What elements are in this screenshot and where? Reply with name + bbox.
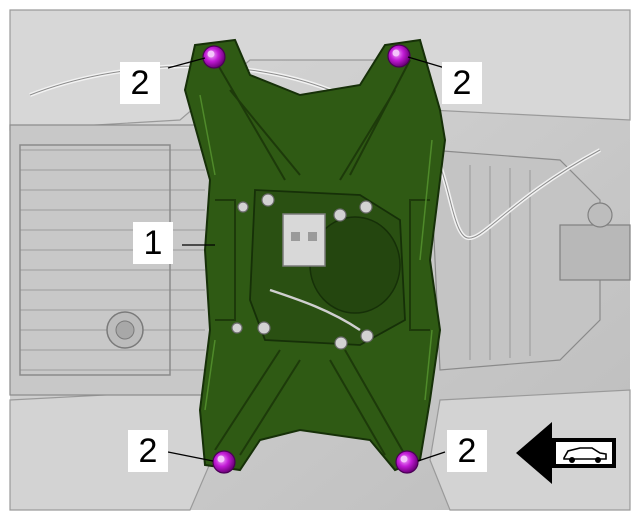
bolt-bottom-left	[212, 450, 236, 474]
callout-bolt-top-right: 2	[442, 62, 482, 104]
callout-bolt-bottom-right: 2	[447, 430, 487, 472]
background-panel-bottom	[9, 389, 221, 511]
callout-bracket: 1	[133, 222, 173, 264]
bracket-fasteners	[231, 193, 374, 350]
callout-bolt-bottom-left: 2	[128, 430, 168, 472]
leader-lines	[167, 56, 446, 462]
bolt-top-right	[387, 44, 411, 68]
forward-arrow-car-icon	[512, 418, 620, 488]
bracket-highlights	[199, 94, 433, 411]
mount-block	[282, 213, 326, 267]
drive-shaft	[559, 224, 631, 281]
bracket-ribs	[214, 59, 430, 456]
gearbox-fins	[469, 165, 531, 360]
bolt-bottom-right	[395, 450, 419, 474]
gearbox-right	[429, 149, 601, 371]
bolt-top-left	[202, 45, 226, 69]
transmission-housing	[9, 124, 216, 396]
callout-bolt-top-left: 2	[120, 62, 160, 104]
